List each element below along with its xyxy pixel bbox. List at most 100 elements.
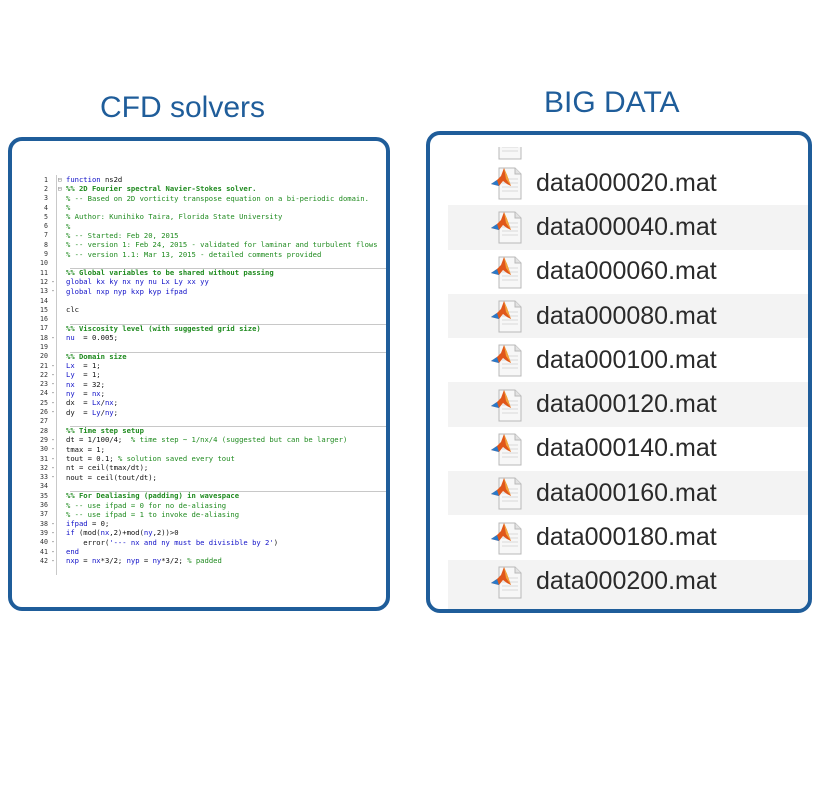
code-token: ,2))>0 [152, 528, 179, 538]
executable-marker: - [51, 287, 55, 296]
file-row[interactable]: data000080.mat [448, 293, 808, 339]
line-number: 6 [44, 222, 48, 231]
code-token: % -- use ifpad = 1 to invoke de-aliasing [66, 509, 240, 519]
file-row[interactable]: data000040.mat [448, 205, 808, 250]
code-token: nx [91, 388, 101, 398]
code-token: % [66, 203, 71, 213]
code-token: global [66, 277, 92, 287]
line-number: 32 [40, 463, 48, 472]
code-token: *3/2; [161, 556, 188, 566]
code-token: kx ky nx ny nu Lx Ly xx yy [91, 277, 209, 287]
line-number: 23 [40, 380, 48, 389]
matlab-file-icon [490, 342, 524, 378]
code-line: 1⊟function ns2d [26, 175, 386, 184]
line-number: 30 [40, 445, 48, 454]
code-line: 25-dx = Lx/nx; [26, 398, 386, 407]
code-token: ,2)+mod( [109, 528, 144, 538]
code-token: % -- version 1: Feb 24, 2015 - validated… [66, 240, 378, 250]
code-token: (mod( [74, 528, 101, 538]
code-token: nxp [66, 556, 79, 566]
code-line: 36% -- use ifpad = 0 for no de-aliasing [26, 500, 386, 510]
code-line: 18-nu = 0.005; [26, 333, 386, 342]
code-line: 2⊟%% 2D Fourier spectral Navier-Stokes s… [26, 184, 386, 193]
file-row[interactable]: data000020.mat [448, 161, 808, 205]
editor-gutter-divider [56, 175, 57, 575]
code-token: %% Time step setup [66, 426, 144, 436]
line-number: 5 [44, 212, 48, 221]
code-line: 26-dy = Ly/ny; [26, 407, 386, 417]
file-name: data000180.mat [536, 523, 717, 552]
executable-marker: - [51, 277, 55, 286]
code-token: = [74, 407, 92, 417]
line-number: 17 [40, 324, 48, 333]
line-number: 24 [40, 389, 48, 398]
executable-marker: - [51, 445, 55, 454]
file-row[interactable]: data000140.mat [448, 427, 808, 471]
file-name: data000020.mat [536, 168, 717, 197]
line-number: 1 [44, 175, 48, 184]
code-line: 24-ny = nx; [26, 389, 386, 398]
line-number: 20 [40, 352, 48, 361]
line-number: 34 [40, 482, 48, 491]
code-line: 40- error('--- nx and ny must be divisib… [26, 538, 386, 547]
line-number: 37 [40, 510, 48, 519]
line-number: 8 [44, 240, 48, 249]
code-line: 17%% Viscosity level (with suggested gri… [26, 323, 386, 333]
code-line: 39-if (mod(nx,2)+mod(ny,2))>0 [26, 528, 386, 537]
line-number: 15 [40, 305, 48, 314]
line-number: 33 [40, 473, 48, 482]
executable-marker: - [51, 389, 55, 398]
code-token: = 1; [74, 361, 101, 371]
code-token: nx [100, 528, 110, 538]
line-number: 2 [44, 184, 48, 193]
code-token: = [74, 398, 92, 408]
code-line: 34 [26, 482, 386, 491]
code-line: 22-Ly = 1; [26, 370, 386, 379]
file-row[interactable]: data000180.mat [448, 515, 808, 559]
file-row[interactable]: data000160.mat [448, 471, 808, 516]
code-token: ; [100, 388, 105, 398]
code-token: ns2d [100, 175, 123, 185]
matlab-file-icon [490, 209, 524, 245]
line-number: 7 [44, 231, 48, 240]
file-row[interactable]: data000200.mat [448, 559, 808, 604]
code-token: / [100, 407, 105, 417]
code-token: dt = 1/100/4; [66, 435, 131, 445]
code-token: % Author: Kunihiko Taira, Florida State … [66, 212, 283, 222]
fold-toggle-icon[interactable]: ⊟ [58, 175, 62, 184]
file-row[interactable]: data000100.mat [448, 338, 808, 382]
line-number: 40 [40, 538, 48, 547]
file-row[interactable]: data000060.mat [448, 250, 808, 294]
fold-toggle-icon[interactable]: ⊟ [58, 184, 62, 193]
code-token: *3/2; [100, 556, 127, 566]
line-number: 25 [40, 398, 48, 407]
file-row[interactable]: data000120.mat [448, 382, 808, 427]
code-token: = 32; [74, 379, 105, 389]
executable-marker: - [51, 408, 55, 417]
line-number: 27 [40, 417, 48, 426]
file-name: data000160.mat [536, 478, 717, 507]
line-number: 3 [44, 194, 48, 203]
code-token: ; [113, 398, 118, 408]
line-number: 10 [40, 259, 48, 268]
code-line: 14 [26, 296, 386, 305]
code-line: 21-Lx = 1; [26, 361, 386, 370]
code-token: ny [152, 556, 162, 566]
code-token: Ly [66, 370, 75, 380]
matlab-file-icon [490, 298, 524, 334]
executable-marker: - [51, 435, 55, 444]
code-token: ifpad [66, 519, 88, 529]
code-token: nout = ceil(tout/dt); [66, 472, 157, 482]
big-data-title: BIG DATA [544, 86, 680, 119]
line-number: 21 [40, 361, 48, 370]
line-number: 18 [40, 333, 48, 342]
code-token: = 0; [87, 519, 110, 529]
executable-marker: - [51, 528, 55, 537]
code-token: nx [91, 556, 101, 566]
line-number: 35 [40, 491, 48, 500]
code-line: 29-dt = 1/100/4; % time step ~ 1/nx/4 (s… [26, 435, 386, 444]
matlab-file-icon [490, 475, 524, 511]
code-token: nt = ceil(tmax/dt); [66, 463, 149, 473]
